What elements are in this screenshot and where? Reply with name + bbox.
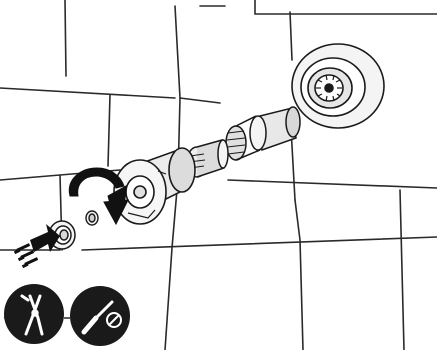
set-screw — [86, 211, 98, 225]
pliers-tool-badge — [4, 284, 64, 344]
screwdriver-tool-badge — [70, 286, 130, 346]
wall-flange — [292, 44, 384, 128]
valve-cartridge — [187, 107, 300, 177]
striped-insertion-arrow — [14, 224, 60, 268]
